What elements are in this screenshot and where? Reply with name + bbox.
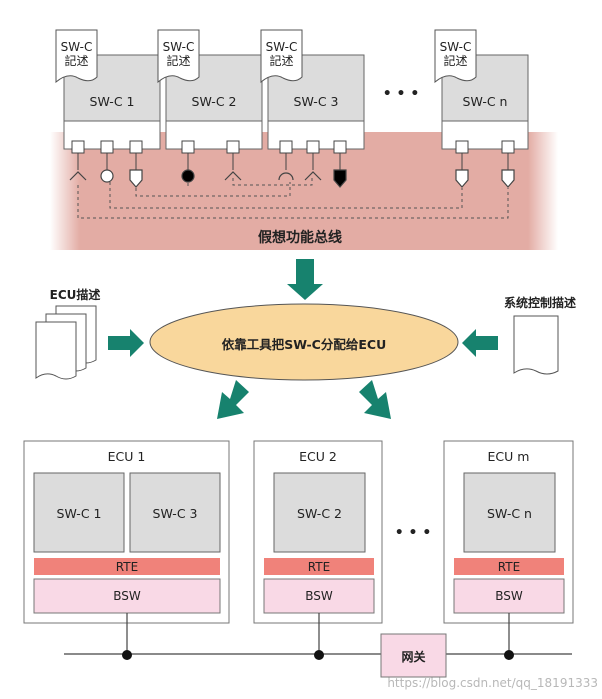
port-connections xyxy=(77,178,509,219)
ecu-1-swc-a: SW-C 1 xyxy=(56,505,102,521)
allocation-ellipse xyxy=(149,303,459,381)
allocation-label: 依靠工具把SW-C分配给ECU xyxy=(221,336,387,352)
ecu-1-swc-b: SW-C 3 xyxy=(152,505,198,521)
virtual-bus-label: 假想功能总线 xyxy=(258,230,342,246)
ecu-m-box xyxy=(443,440,574,660)
ecu-1-rte: RTE xyxy=(115,559,139,574)
ecu-description-docs xyxy=(35,305,97,380)
ecu-1-title: ECU 1 xyxy=(107,448,146,464)
port-symbols xyxy=(69,169,515,188)
swc-1-doc-label: SW-C 記述 xyxy=(60,40,93,68)
diag-arrow-right xyxy=(359,380,391,419)
ecu-m-bsw: BSW xyxy=(495,589,523,603)
swc-n-doc-label: SW-C 記述 xyxy=(439,40,472,68)
swc-n-label: SW-C n xyxy=(462,93,508,109)
ecu-m-title: ECU m xyxy=(487,448,530,464)
ecu-2-swc-a: SW-C 2 xyxy=(297,505,342,521)
gateway-box xyxy=(380,633,447,678)
gateway-label: 网关 xyxy=(401,649,426,664)
swc-3-label: SW-C 3 xyxy=(293,93,339,109)
right-arrow xyxy=(108,329,144,357)
ecu-1-box xyxy=(23,440,230,660)
swc-component-1 xyxy=(55,29,161,150)
ecu-1-bsw: BSW xyxy=(113,589,141,603)
ports xyxy=(71,140,515,170)
swc-2-doc-label: SW-C 記述 xyxy=(162,40,195,68)
ecu-2-rte: RTE xyxy=(307,559,331,574)
diag-arrow-left xyxy=(217,380,249,419)
top-ellipsis: • • • xyxy=(382,86,420,102)
swc-component-2 xyxy=(157,29,263,150)
left-arrow xyxy=(462,329,498,357)
watermark: https://blog.csdn.net/qq_18191333 xyxy=(387,676,598,690)
ecu-m-swc-a: SW-C n xyxy=(487,505,532,521)
bottom-ellipsis: • • • xyxy=(394,525,432,541)
ecu-m-rte: RTE xyxy=(497,559,521,574)
ecu-2-bsw: BSW xyxy=(305,589,333,603)
swc-component-n xyxy=(434,29,529,150)
down-arrow xyxy=(287,259,323,300)
swc-2-label: SW-C 2 xyxy=(191,93,237,109)
ecu-2-box xyxy=(253,440,383,660)
system-description-label: 系统控制描述 xyxy=(503,295,576,310)
ecu-description-label: ECU描述 xyxy=(49,287,101,302)
system-description-doc xyxy=(513,315,559,375)
ecu-2-title: ECU 2 xyxy=(299,448,337,464)
swc-1-label: SW-C 1 xyxy=(89,93,135,109)
swc-3-doc-label: SW-C 記述 xyxy=(265,40,298,68)
